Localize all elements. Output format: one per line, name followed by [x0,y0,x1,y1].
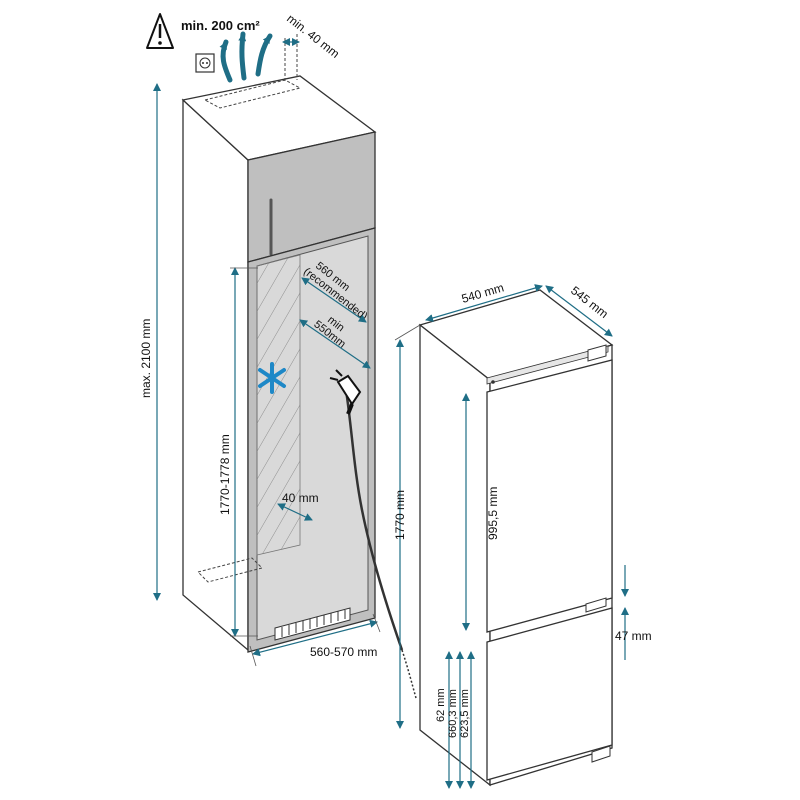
rear-gap-dim [277,503,313,521]
depth-recommended-dim [301,277,367,323]
warning-icon [146,13,174,49]
top-hinge [587,344,607,362]
top-vent-slot [203,79,302,109]
fridge-depth-label: 545 mm [568,283,611,321]
lower-dim-2-label: 660,3 mm [447,689,459,738]
depth-min-dim [299,319,371,369]
socket-icon [195,53,215,73]
asterisk-icon [258,362,286,394]
vent-area-label: min. 200 cm² [181,18,260,33]
fridge-width-dim [425,284,543,322]
niche-side-panel [182,98,249,652]
max-height-label: max. 2100 mm [139,319,153,398]
niche-width-dim [252,619,378,657]
door-gap-label: 47 mm [615,629,652,643]
niche-rear-wall [256,254,301,556]
niche-width-label: 560-570 mm [310,645,377,659]
rear-gap-label: 40 mm [282,491,319,505]
bottom-hinge [591,745,611,763]
fridge-upper-door [486,359,613,633]
fridge-lower-door [486,607,613,781]
vent-arrows-icon [219,31,273,83]
niche-height-label: 1770-1778 mm [218,434,232,515]
fridge-height-label: 1770 mm [393,490,407,540]
middle-hinge [585,597,607,613]
upper-door-label: 995,5 mm [486,487,500,540]
fridge-depth-dim [545,285,613,337]
lower-dim-1-label: 62 mm [435,688,447,722]
fridge-top-rail [486,345,609,385]
vent-gap-label: min. 40 mm [284,11,342,61]
lower-dim-3-label: 623,5 mm [459,689,471,738]
